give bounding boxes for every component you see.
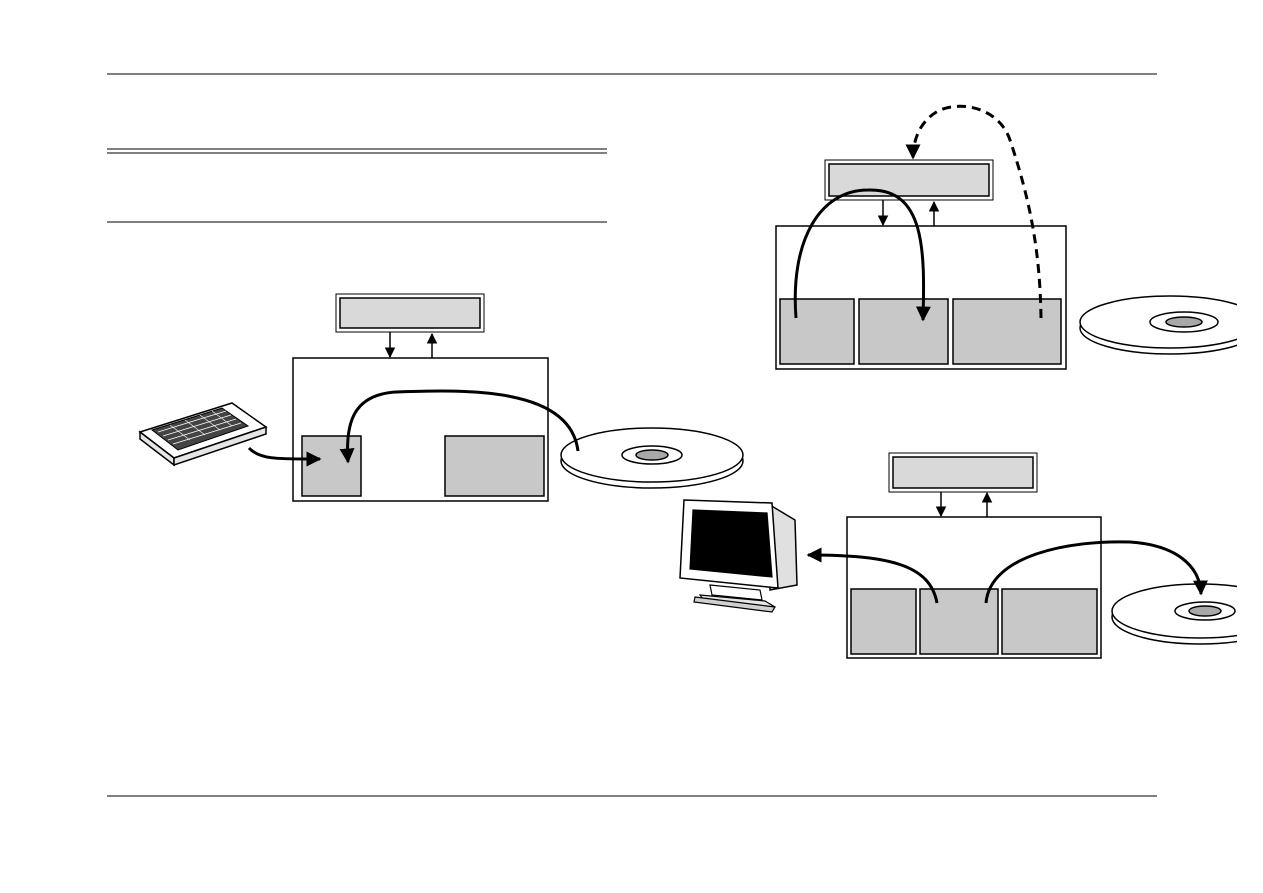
diagram-input xyxy=(138,293,744,502)
memory-cell xyxy=(1001,588,1098,655)
page-edge-mask xyxy=(1237,575,1263,655)
flow-memory-to-disk xyxy=(984,540,1209,604)
memory-cell xyxy=(301,435,362,497)
cpu-box xyxy=(824,159,994,201)
flow-memory-to-monitor xyxy=(806,547,939,604)
cpu-box xyxy=(335,293,485,333)
flow-cpu-fetch-loop xyxy=(793,188,931,322)
disk-icon xyxy=(1111,583,1263,645)
diagram-output xyxy=(679,452,1263,659)
page-edge-mask xyxy=(1237,280,1263,370)
section-title-double-rule xyxy=(107,148,607,154)
memory-cell xyxy=(952,298,1062,365)
memory-cell xyxy=(858,298,949,365)
diagram-load xyxy=(775,104,1263,370)
memory-cell xyxy=(850,588,917,655)
memory-cell xyxy=(779,298,855,365)
disk-icon xyxy=(560,427,744,489)
flow-disk-to-cpu-dashed xyxy=(905,104,1043,319)
flow-keyboard-to-memory xyxy=(247,446,322,467)
flow-disk-to-memory xyxy=(339,389,580,464)
disk-icon xyxy=(1079,295,1261,355)
monitor-icon xyxy=(679,499,798,613)
keyboard-icon xyxy=(138,402,268,467)
cpu-box xyxy=(888,452,1038,493)
memory-cell xyxy=(444,435,545,497)
